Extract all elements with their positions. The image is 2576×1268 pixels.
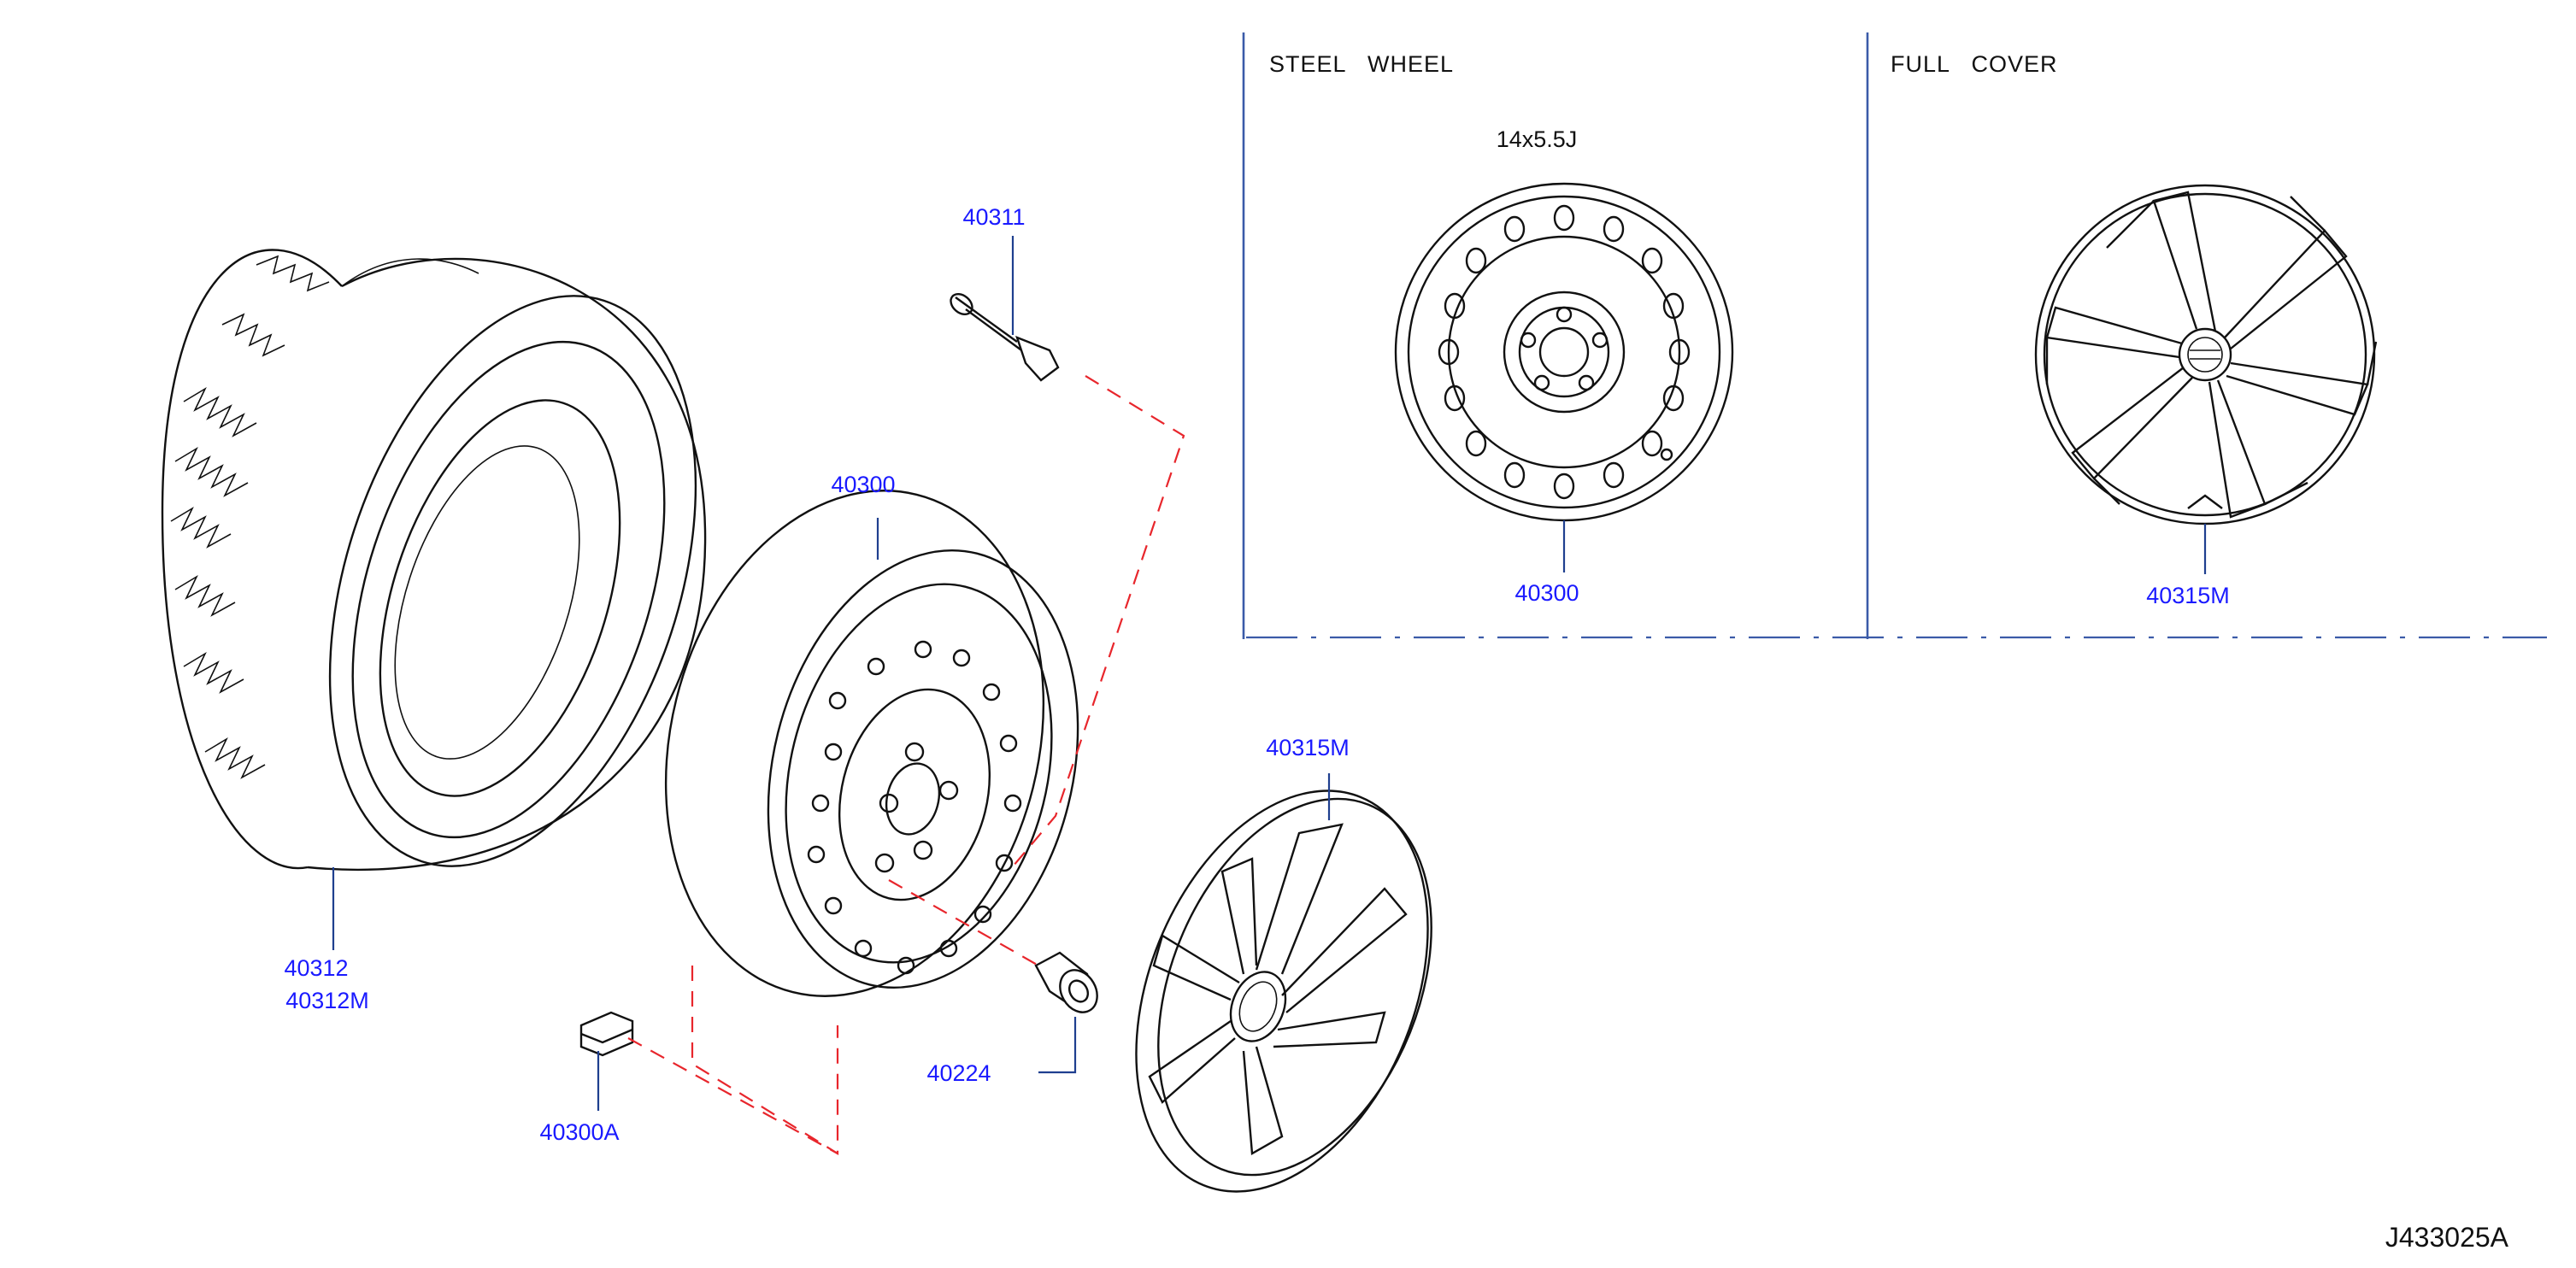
callout-valve[interactable]: 40311 [962,204,1025,230]
nut-illustration [1034,951,1098,1013]
callout-wheel-cover[interactable]: 40315M [1266,735,1350,760]
callout-tire[interactable]: 40312 [284,955,348,981]
callout-tire-alt[interactable]: 40312M [285,988,369,1013]
tire-illustration [161,249,707,872]
steel-wheel-heading: STEEL WHEEL [1269,51,1454,77]
callout-wheel[interactable]: 40300 [831,472,895,497]
panel-dividers [1242,32,2547,639]
callout-full-cover-panel[interactable]: 40315M [2146,583,2230,608]
assembly-dashed-lines [627,375,1185,1155]
weight-illustration [579,1011,634,1057]
leader-lines [332,236,2207,1111]
callout-wheel-nut[interactable]: 40224 [926,1060,991,1086]
wheel-size-spec: 14x5.5J [1497,126,1578,152]
callout-steel-wheel-panel[interactable]: 40300 [1514,580,1579,606]
wheel-cover-illustration [1135,790,1432,1193]
callout-weight[interactable]: 40300A [539,1119,619,1145]
full-cover-heading: FULL COVER [1891,51,2058,77]
diagram-id: J433025A [2385,1222,2509,1253]
steel-wheel-panel-illustration [1394,182,1734,522]
valve-illustration [950,292,1060,382]
wheel-illustration [664,490,1079,997]
full-cover-panel-illustration [2034,184,2378,525]
